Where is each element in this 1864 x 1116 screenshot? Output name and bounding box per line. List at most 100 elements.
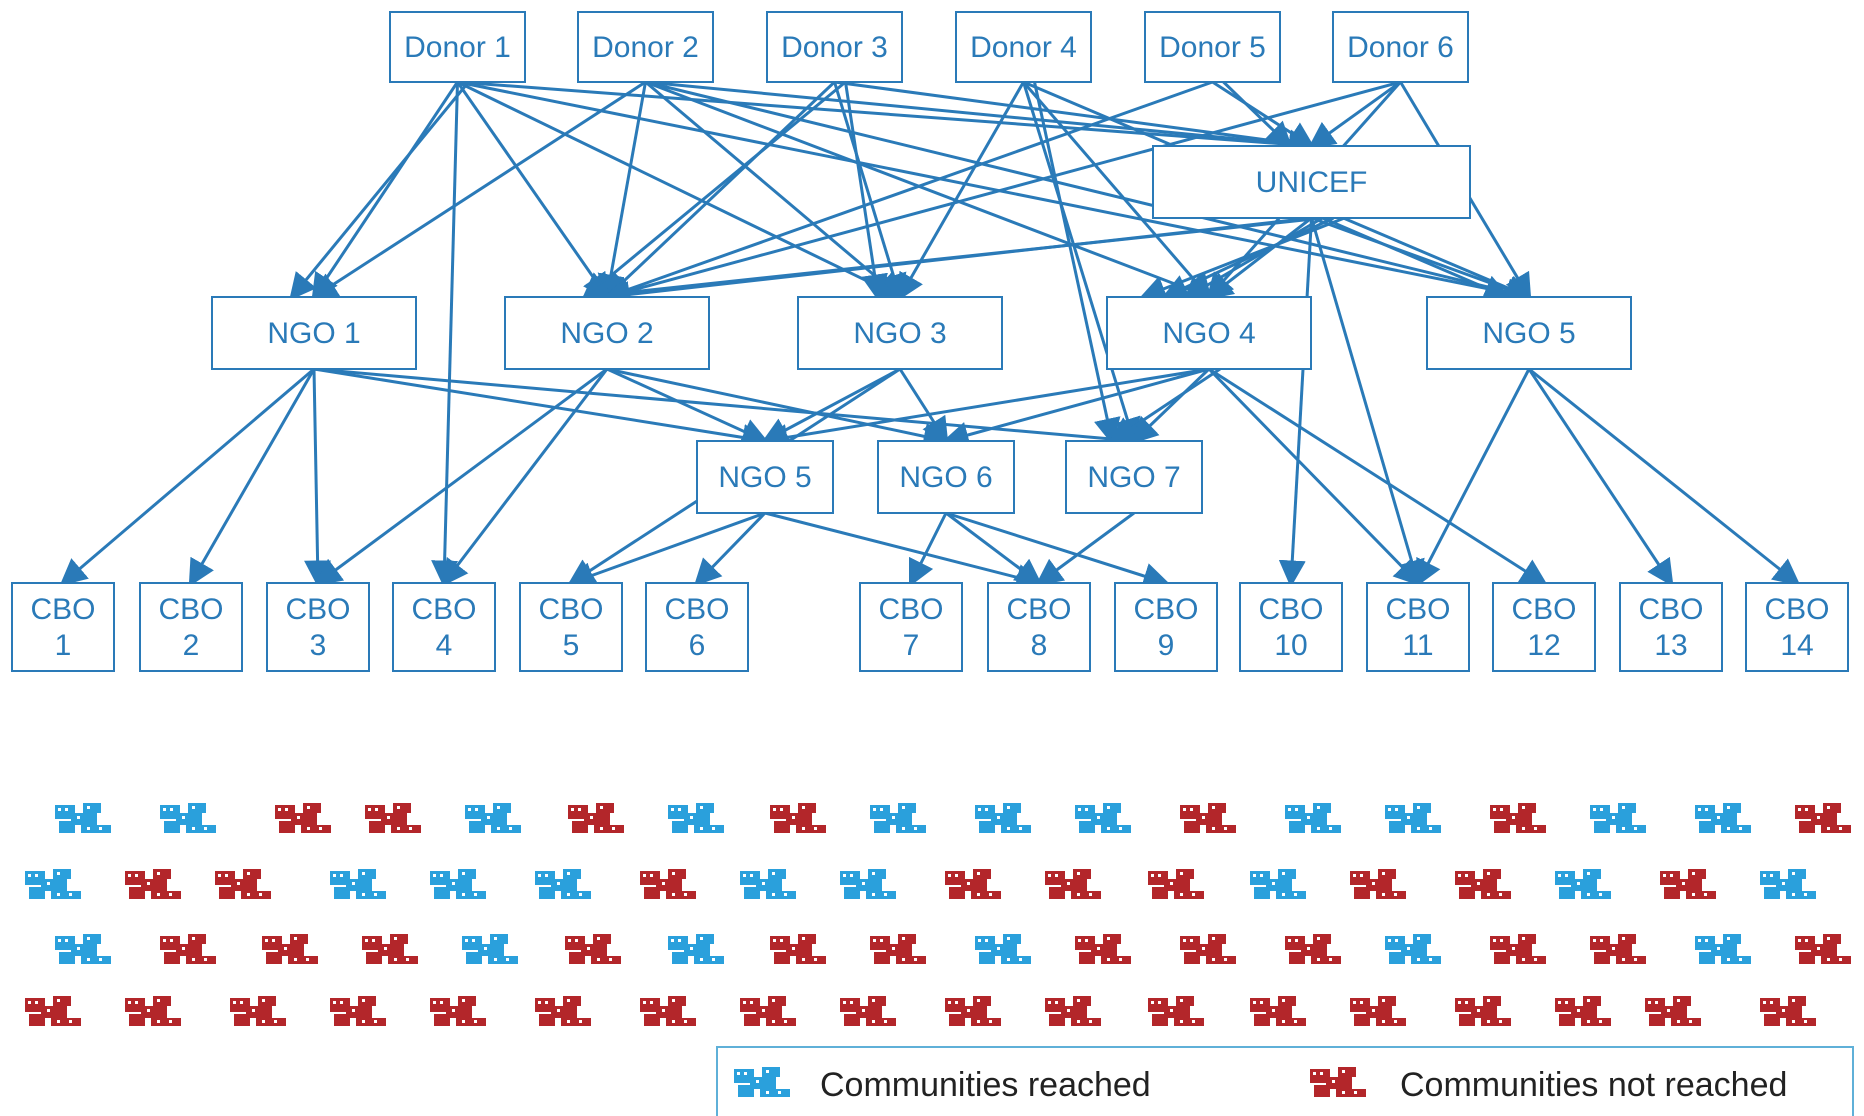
node-box xyxy=(1114,582,1218,672)
node-n4: NGO 4 xyxy=(1106,296,1312,370)
node-box xyxy=(139,582,243,672)
edge-d2-to-n4 xyxy=(644,80,1214,302)
node-label: 4 xyxy=(436,629,453,662)
community-not-reached-icon xyxy=(568,803,624,833)
node-n5a: NGO 5 xyxy=(696,440,834,514)
community-not-reached-icon xyxy=(1148,996,1204,1026)
community-reached-icon xyxy=(25,869,81,899)
node-label: NGO 3 xyxy=(853,317,946,350)
node-label: CBO xyxy=(30,593,95,626)
community-not-reached-icon xyxy=(945,996,1001,1026)
edge-n5a-to-c6 xyxy=(693,511,767,587)
edge-n3-to-n6 xyxy=(898,368,949,445)
community-not-reached-icon xyxy=(1455,996,1511,1026)
node-label: Donor 3 xyxy=(781,31,888,64)
edge-d3-to-n3 xyxy=(833,81,907,302)
community-reached-icon xyxy=(1590,803,1646,833)
node-label: CBO xyxy=(285,593,350,626)
community-not-reached-icon xyxy=(125,996,181,1026)
node-box xyxy=(504,296,710,370)
node-box xyxy=(1332,11,1469,83)
node-label: CBO xyxy=(1511,593,1576,626)
node-label: CBO xyxy=(1764,593,1829,626)
node-label: 8 xyxy=(1031,629,1048,662)
community-not-reached-icon xyxy=(640,996,696,1026)
node-label: NGO 6 xyxy=(899,461,992,494)
node-label: NGO 7 xyxy=(1087,461,1180,494)
community-not-reached-icon xyxy=(1180,803,1236,833)
node-box xyxy=(859,582,963,672)
edge-n5b-to-c14 xyxy=(1528,367,1801,586)
community-reached-icon xyxy=(1250,869,1306,899)
node-label: 11 xyxy=(1402,629,1433,662)
community-not-reached-icon xyxy=(770,803,826,833)
node-d1: Donor 1 xyxy=(389,11,526,83)
community-not-reached-icon xyxy=(1285,934,1341,964)
edge-n1-to-n5a xyxy=(313,367,770,451)
community-not-reached-icon xyxy=(1045,869,1101,899)
community-not-reached-icon xyxy=(840,996,896,1026)
node-box xyxy=(1366,582,1470,672)
node-label: NGO 5 xyxy=(1482,317,1575,350)
edge-d1-to-c4 xyxy=(431,81,459,588)
edge-un-to-n2 xyxy=(580,216,1323,309)
edge-n6-to-c7 xyxy=(908,512,948,588)
edge-n5b-to-c13 xyxy=(1527,368,1674,587)
edge-d5-to-un xyxy=(1211,80,1316,149)
node-box xyxy=(955,11,1092,83)
node-n1: NGO 1 xyxy=(211,296,417,370)
edge-d2-to-n3 xyxy=(644,80,904,300)
community-not-reached-icon xyxy=(365,803,421,833)
community-not-reached-icon xyxy=(1148,869,1204,899)
node-box xyxy=(1152,145,1471,219)
edge-n2-to-n5a xyxy=(606,367,770,444)
edge-n4-to-n6 xyxy=(941,367,1210,449)
node-label: NGO 4 xyxy=(1162,317,1255,350)
node-d5: Donor 5 xyxy=(1144,11,1281,83)
node-label: CBO xyxy=(1258,593,1323,626)
community-reached-icon xyxy=(535,869,591,899)
community-reached-icon xyxy=(975,803,1031,833)
node-n5b: NGO 5 xyxy=(1426,296,1632,370)
community-not-reached-icon xyxy=(640,869,696,899)
community-not-reached-icon xyxy=(1045,996,1101,1026)
community-reached-icon xyxy=(1285,803,1341,833)
node-label: CBO xyxy=(1133,593,1198,626)
node-box xyxy=(1065,440,1203,514)
community-reached-icon xyxy=(668,934,724,964)
node-label: 7 xyxy=(903,629,920,662)
edge-d1-to-n5b xyxy=(457,80,1534,306)
node-label: NGO 1 xyxy=(267,317,360,350)
node-d2: Donor 2 xyxy=(577,11,714,83)
legend-not-reached-label: Communities not reached xyxy=(1400,1066,1787,1104)
edge-n1-to-n7 xyxy=(313,367,1139,453)
node-box xyxy=(1239,582,1343,672)
edge-d2-to-un xyxy=(645,80,1316,158)
community-reached-icon xyxy=(1385,803,1441,833)
node-box xyxy=(1492,582,1596,672)
edge-d3-to-n2 xyxy=(581,80,847,300)
node-label: 12 xyxy=(1527,629,1560,662)
community-not-reached-icon xyxy=(1075,934,1131,964)
node-box xyxy=(266,582,370,672)
node-label: CBO xyxy=(1385,593,1450,626)
node-label: CBO xyxy=(158,593,223,626)
node-box xyxy=(389,11,526,83)
community-not-reached-icon xyxy=(565,934,621,964)
community-reached-icon xyxy=(55,803,111,833)
legend-frame xyxy=(716,1046,1854,1116)
community-not-reached-icon xyxy=(1660,869,1716,899)
community-reached-icon xyxy=(430,869,486,899)
node-box xyxy=(11,582,115,672)
edge-un-to-n4 xyxy=(1205,216,1313,300)
edge-n2-to-c3 xyxy=(314,367,608,586)
community-reached-icon xyxy=(1075,803,1131,833)
community-not-reached-icon xyxy=(160,934,216,964)
node-box xyxy=(577,11,714,83)
community-not-reached-icon xyxy=(25,996,81,1026)
